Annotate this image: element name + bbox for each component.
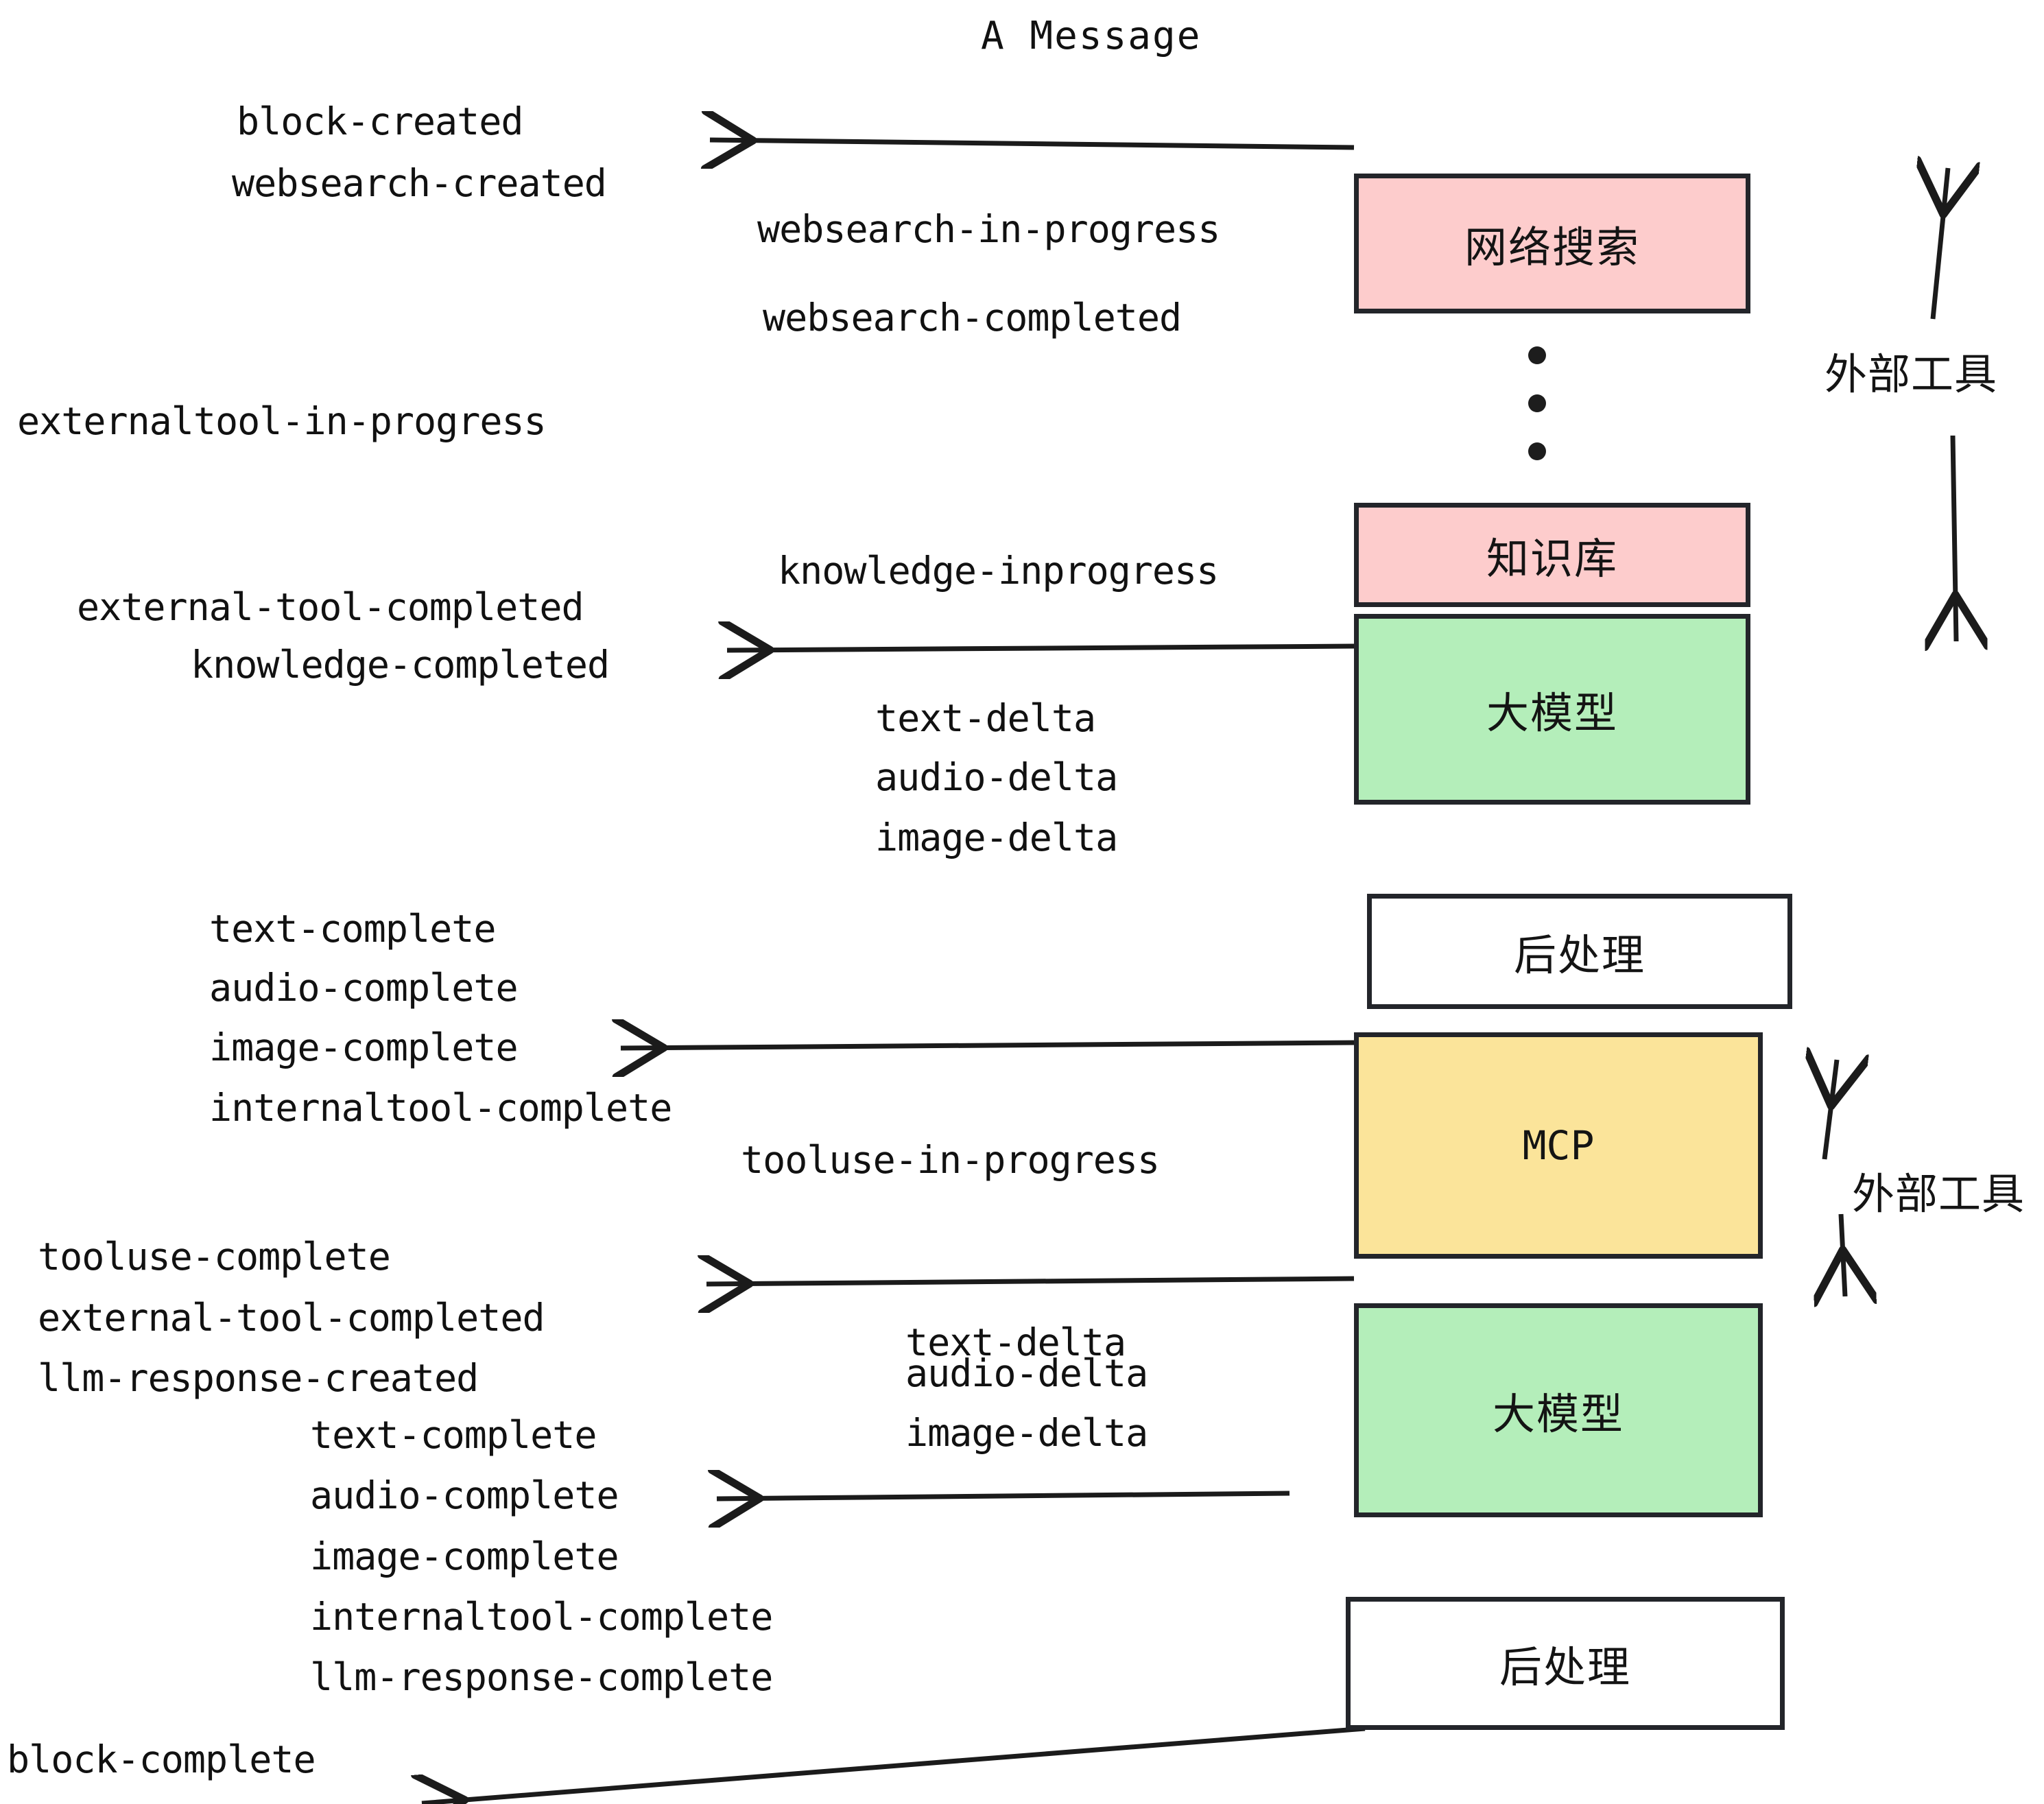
box-postprocess-2-label: 后处理	[1499, 1642, 1631, 1692]
arrow-websearch-to-created	[710, 140, 1355, 147]
box-llm-1[interactable]: 大模型	[1354, 614, 1750, 805]
event-image-complete-2: image-complete	[310, 1534, 619, 1578]
event-text-delta-2: text-delta	[905, 1320, 1126, 1364]
box-knowledge[interactable]: 知识库	[1354, 503, 1750, 607]
diagram-title: A Message	[981, 14, 1202, 58]
event-text-delta-1: text-delta	[875, 696, 1096, 740]
event-internaltool-complete-2: internaltool-complete	[310, 1595, 773, 1639]
event-text-complete-1: text-complete	[209, 907, 496, 951]
box-knowledge-label: 知识库	[1486, 534, 1618, 584]
box-mcp-label: MCP	[1522, 1122, 1595, 1169]
box-mcp[interactable]: MCP	[1354, 1032, 1763, 1259]
box-llm-1-label: 大模型	[1486, 688, 1618, 738]
event-audio-complete-1: audio-complete	[209, 966, 519, 1010]
event-llm-response-complete: llm-response-complete	[310, 1655, 773, 1699]
arrow-postprocess2-to-block-complete	[422, 1726, 1366, 1804]
event-tooluse-in-progress: tooluse-in-progress	[741, 1138, 1160, 1182]
event-external-tool-completed-2: external-tool-completed	[38, 1296, 545, 1340]
event-block-complete: block-complete	[7, 1737, 316, 1781]
arrow-knowledge-to-completed	[727, 646, 1355, 650]
event-websearch-created: websearch-created	[232, 161, 607, 205]
event-image-complete-1: image-complete	[209, 1025, 519, 1069]
box-websearch-label: 网络搜索	[1464, 222, 1640, 272]
event-audio-delta-2: audio-delta	[905, 1351, 1148, 1395]
arrow-mcp-to-tooluse-complete	[706, 1279, 1355, 1284]
ellipsis-dot-1	[1528, 346, 1546, 364]
label-external-tool-bottom: 外部工具	[1852, 1169, 2025, 1219]
label-external-tool-top: 外部工具	[1825, 349, 1998, 399]
arrow-external-tool-up-bottom	[1825, 1060, 1837, 1160]
box-websearch[interactable]: 网络搜索	[1354, 174, 1750, 313]
ellipsis-dot-3	[1528, 442, 1546, 460]
box-llm-2-label: 大模型	[1492, 1389, 1624, 1439]
arrow-external-tool-down-top	[1953, 435, 1956, 641]
event-text-complete-2: text-complete	[310, 1413, 597, 1457]
event-audio-delta-1: audio-delta	[875, 755, 1118, 799]
ellipsis-dot-2	[1528, 394, 1546, 412]
event-llm-response-created: llm-response-created	[38, 1356, 479, 1400]
arrow-llm2-to-audio-complete	[717, 1493, 1290, 1499]
box-postprocess-1-label: 后处理	[1513, 930, 1645, 980]
event-websearch-completed: websearch-completed	[763, 296, 1182, 340]
arrow-external-tool-down-bottom	[1841, 1213, 1845, 1296]
arrow-external-tool-up-top	[1933, 168, 1948, 320]
event-externaltool-in-progress: externaltool-in-progress	[17, 399, 547, 443]
event-block-created: block-created	[237, 99, 523, 143]
box-postprocess-1[interactable]: 后处理	[1367, 894, 1792, 1009]
event-audio-complete-2: audio-complete	[310, 1473, 619, 1517]
event-image-delta-2: image-delta	[905, 1411, 1148, 1455]
box-postprocess-2[interactable]: 后处理	[1346, 1597, 1785, 1730]
event-image-delta-1: image-delta	[875, 816, 1118, 859]
box-llm-2[interactable]: 大模型	[1354, 1303, 1763, 1517]
event-internaltool-complete-1: internaltool-complete	[209, 1086, 672, 1130]
event-tooluse-complete: tooluse-complete	[38, 1235, 391, 1279]
event-knowledge-inprogress: knowledge-inprogress	[778, 549, 1219, 593]
event-knowledge-completed: knowledge-completed	[191, 643, 610, 687]
arrow-llm1-to-image-complete	[621, 1043, 1355, 1048]
event-websearch-in-progress: websearch-in-progress	[757, 207, 1220, 251]
event-external-tool-completed-1: external-tool-completed	[77, 585, 584, 629]
